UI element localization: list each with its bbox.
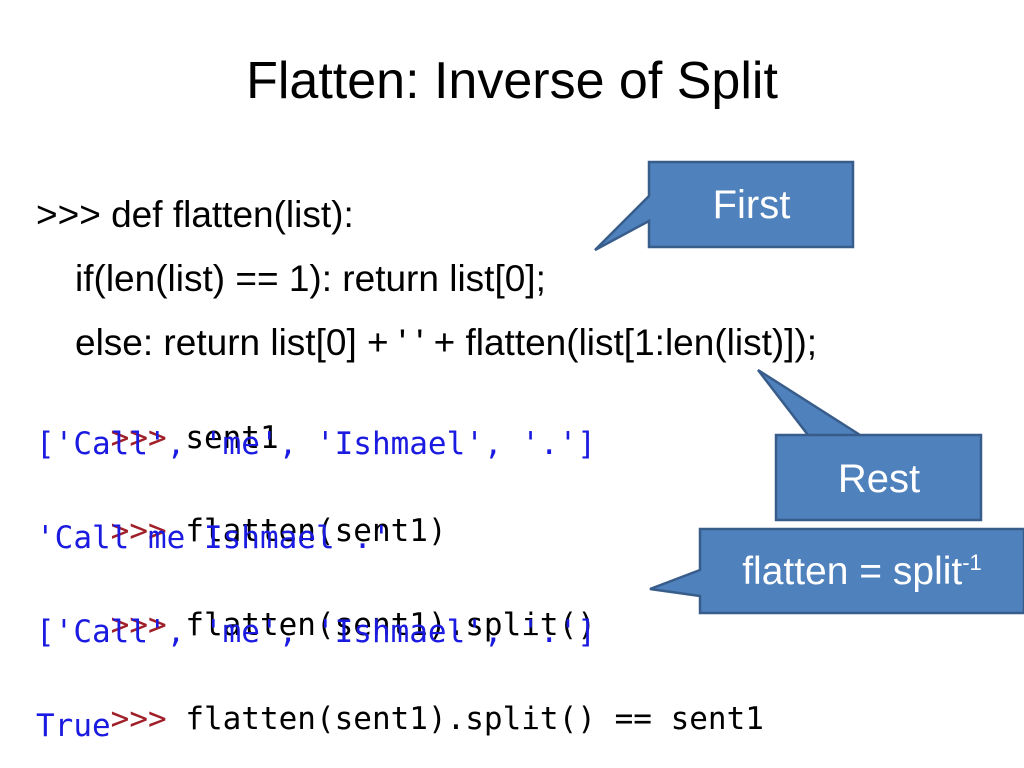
- session-line: >>> sent1: [36, 378, 279, 498]
- prompt-marker: >>>: [110, 420, 167, 456]
- prompt-marker: >>>: [110, 607, 167, 643]
- code-def-line-3: else: return list[0] + ' ' + flatten(lis…: [75, 322, 818, 363]
- prompt-marker: >>>: [110, 513, 167, 549]
- session-line: >>> flatten(sent1).split(): [36, 565, 596, 685]
- callout-inverse-base: flatten = split: [742, 550, 963, 593]
- command-text: flatten(sent1): [166, 513, 447, 549]
- callout-inverse-superscript: -1: [962, 550, 982, 575]
- command-text: sent1: [166, 420, 279, 456]
- output-line: ['Call', 'me', 'Ishmael', '.']: [36, 614, 596, 650]
- callout-inverse-shape: [649, 527, 1024, 615]
- callout-inverse-label: flatten = split-1: [702, 546, 1022, 598]
- output-line: True: [36, 708, 111, 744]
- session-line: >>> flatten(sent1): [36, 471, 447, 591]
- slide-title: Flatten: Inverse of Split: [246, 52, 778, 110]
- session-line: >>> flatten(sent1).split() == sent1: [36, 659, 764, 768]
- code-def-line-2: if(len(list) == 1): return list[0];: [75, 258, 546, 299]
- callout-first-label: First: [712, 183, 791, 227]
- output-line: 'Call me Ishmael .': [36, 520, 391, 556]
- prompt-marker: >>>: [110, 701, 167, 737]
- output-line: ['Call', 'me', 'Ishmael', '.']: [36, 426, 596, 462]
- command-text: flatten(sent1).split() == sent1: [166, 701, 764, 737]
- callout-rest-shape: [757, 368, 983, 522]
- command-text: flatten(sent1).split(): [166, 607, 596, 643]
- callout-rest-label: Rest: [837, 457, 921, 501]
- callout-first-shape: [594, 160, 855, 252]
- code-def-line-1: >>> def flatten(list):: [36, 194, 354, 235]
